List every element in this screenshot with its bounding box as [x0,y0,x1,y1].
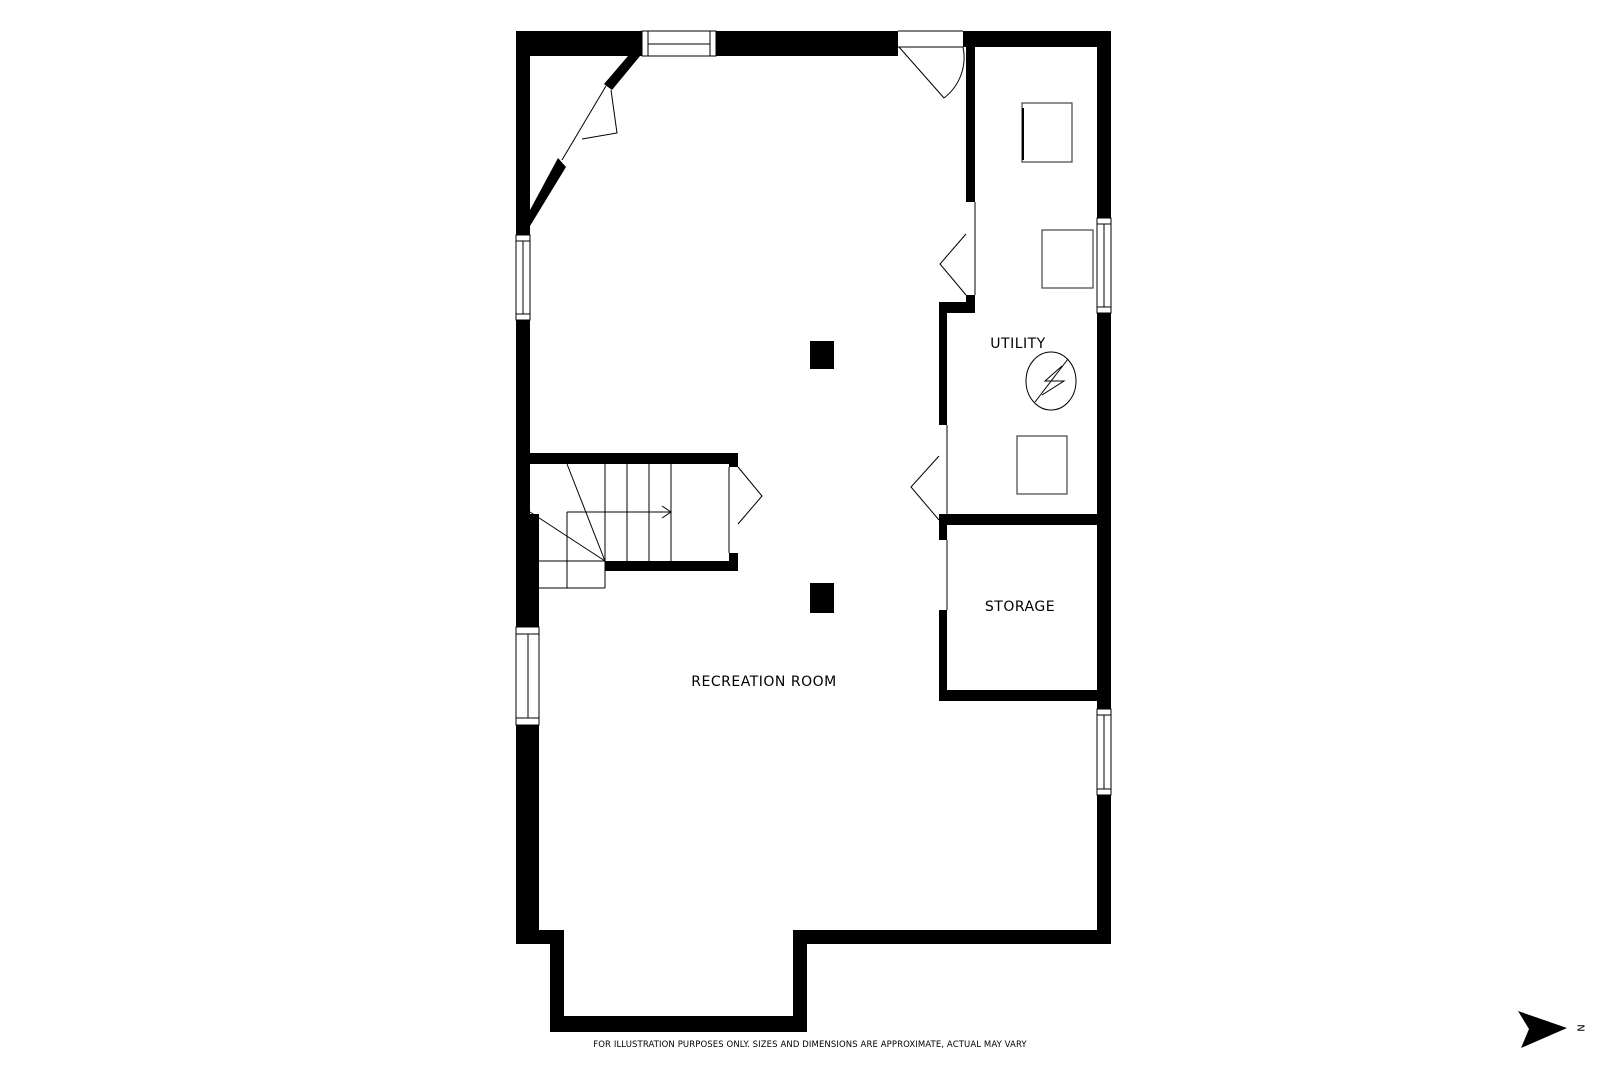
north-arrow-icon [1518,1011,1567,1048]
column-1 [810,341,834,369]
door-utility-upper [939,202,976,296]
door-top-right [898,30,965,99]
interior-walls [530,47,1111,701]
appliance-box-2 [1041,229,1094,289]
utility-fixtures [1016,102,1094,495]
column-2 [810,583,834,613]
doors [728,30,976,610]
exterior-walls [516,31,1111,1032]
window-top [641,30,717,57]
window-left-upper [515,234,531,321]
door-utility-lower [910,425,948,521]
stair-direction-arrow-icon [567,505,672,519]
room-label-recreation-room: RECREATION ROOM [691,674,837,690]
windows [515,30,1112,796]
window-right-upper [1096,217,1112,314]
window-left-lower [515,626,540,726]
appliance-box-3 [1016,435,1068,495]
disclaimer-footer: FOR ILLUSTRATION PURPOSES ONLY. SIZES AN… [593,1040,1027,1050]
room-label-storage: STORAGE [984,599,1056,615]
structural-columns [810,341,834,613]
appliance-box-1 [1021,102,1073,163]
window-right-lower [1096,708,1112,796]
compass-north-label: N [1574,1024,1586,1032]
diagonal-corner-wall [530,56,640,226]
room-label-utility: UTILITY [990,336,1046,352]
water-heater-icon [1025,351,1077,411]
staircase [529,463,672,589]
door-stair [728,466,763,553]
